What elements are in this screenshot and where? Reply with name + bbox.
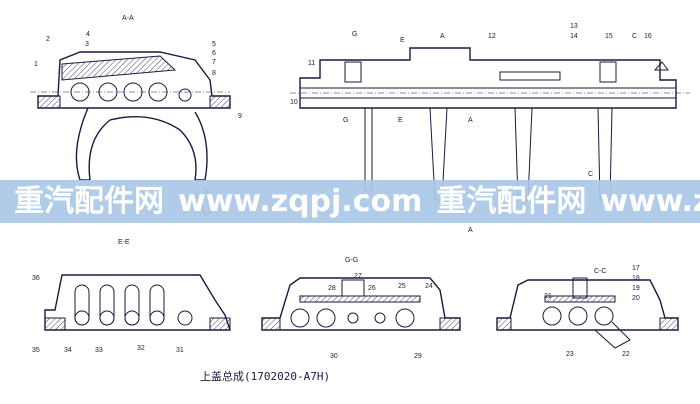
callout: 14 [570,33,578,40]
callout: A [440,33,445,40]
section-view-gg: G-G 28 27 26 25 24 30 29 [261,257,461,360]
view-title-gg: G-G [345,257,358,264]
callout: 26 [368,285,376,292]
callout: C [632,33,637,40]
callout: 13 [570,23,578,30]
callout: 30 [330,353,338,360]
section-mark: A [468,227,473,234]
watermark-band [0,180,700,223]
callout: 19 [632,285,640,292]
callout: 12 [488,33,496,40]
section-view-cc: C-C 17 18 19 20 21 23 22 [496,265,679,358]
section-mark: A [468,117,473,124]
watermark: 重汽配件网 www.zqpj.com 重汽配件网 www.zqpj.com [0,180,700,223]
callout: 23 [566,351,574,358]
callout: 8 [212,70,216,77]
callout: 21 [544,293,552,300]
callouts-top: 10 11 G E A 12 13 14 15 C 16 G E A C A [290,23,652,234]
section-mark: C [588,171,593,178]
callout: 4 [86,31,90,38]
callout: 22 [622,351,630,358]
watermark-text: 重汽配件网 [14,184,164,219]
section-view-aa: A-A 1 2 3 4 5 6 7 8 9 [30,15,242,216]
callout: 10 [290,99,298,106]
callout: 2 [46,36,50,43]
section-mark: G [343,117,348,124]
watermark-text: www.zqpj.com [600,184,700,219]
view-title-cc: C-C [594,268,606,275]
callout: 1 [34,61,38,68]
watermark-text: 重汽配件网 [436,184,587,219]
callout: 3 [85,41,89,48]
callout: 5 [212,41,216,48]
callout: G [352,31,357,38]
callout: 36 [32,275,40,282]
view-title-aa: A-A [122,15,134,22]
callout: 34 [64,347,72,354]
callout: 20 [632,295,640,302]
callout: 31 [176,347,184,354]
callout: 16 [644,33,652,40]
watermark-text: www.zqpj.com [178,184,423,219]
callout: 18 [632,275,640,282]
view-title-ee: E-E [118,239,130,246]
callout: 28 [328,285,336,292]
callout: 7 [212,59,216,66]
callouts-aa: 1 2 3 4 5 6 7 8 9 [34,31,242,120]
drawing-caption: 上盖总成(1702020-A7H) [200,370,331,383]
section-mark: E [398,117,403,124]
callout: 24 [425,283,433,290]
callout: 15 [605,33,613,40]
callout: 32 [137,345,145,352]
section-view-ee: E-E 36 35 34 33 32 31 [32,239,231,354]
callout: 35 [32,347,40,354]
callout: 11 [308,60,315,67]
callout: 25 [398,283,406,290]
callout: E [400,37,405,44]
callout: 6 [212,50,216,57]
callout: 33 [95,347,103,354]
callout: 27 [354,273,362,280]
callout: 29 [414,353,422,360]
callout: 17 [632,265,640,272]
callout: 9 [238,113,242,120]
